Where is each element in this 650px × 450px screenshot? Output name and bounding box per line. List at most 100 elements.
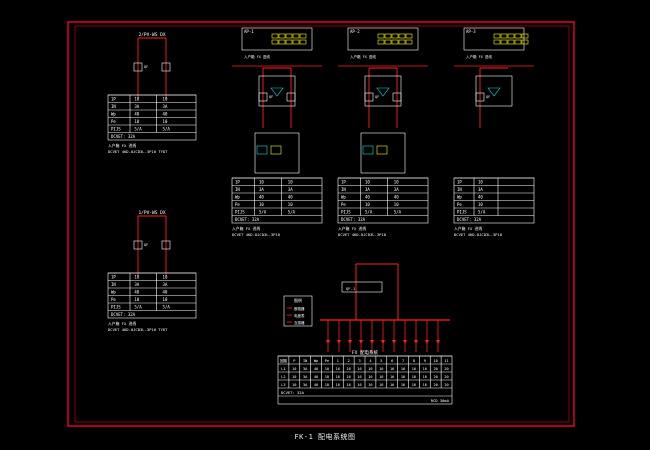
- main-table-cell: 16: [423, 383, 427, 387]
- header-cell: [292, 33, 300, 39]
- legend-item: 电度表: [294, 313, 305, 318]
- table-cell: 10: [163, 275, 168, 280]
- main-table-cell: 10: [325, 375, 329, 379]
- table-cell: 5/A: [478, 210, 486, 215]
- main-table-cell: 20: [434, 367, 438, 371]
- table-cell: PIJS: [341, 210, 351, 215]
- table-cell: 3A: [163, 282, 168, 287]
- panel-note: DCVET 4KD-0JCD3L-3P10 TYDT: [108, 149, 168, 154]
- panel-note: DCVET 4KD-0JCD3L-3P10 TYDT: [108, 327, 168, 332]
- main-table-cell: 16: [336, 383, 340, 387]
- table-cell: 40: [259, 195, 264, 200]
- main-table-header-cell: Wp: [314, 359, 318, 363]
- main-table-cell: 16: [347, 375, 351, 379]
- table-cell: IN: [341, 187, 346, 192]
- main-table-header-cell: 2: [348, 359, 350, 363]
- main-table-cell: 16: [390, 367, 394, 371]
- main-breaker-label: QF-1: [346, 286, 356, 291]
- branch-breaker: [425, 340, 429, 344]
- main-table-cell: 16: [368, 375, 372, 379]
- table-cell: 10: [259, 180, 264, 185]
- header-cell: [391, 33, 399, 39]
- device-icon: [270, 145, 282, 155]
- main-table-header-cell: 4: [369, 359, 371, 363]
- table-cell: IN: [235, 187, 240, 192]
- table-cell: 40: [365, 195, 370, 200]
- table-cell: 5/A: [163, 127, 171, 132]
- branch-breaker: [436, 340, 440, 344]
- table-cell: IN: [457, 187, 462, 192]
- legend-item: 互感器: [294, 320, 305, 325]
- branch-breaker: [348, 340, 352, 344]
- main-table-cell: 16: [412, 375, 416, 379]
- table-cell: 5/A: [163, 305, 171, 310]
- table-cell: Pe: [457, 202, 462, 207]
- table-cell: 10: [163, 297, 168, 302]
- header-cell: [405, 33, 413, 39]
- table-cell: IN: [111, 282, 116, 287]
- header-cell: [398, 33, 406, 39]
- table-footer: DCVET: 32A: [341, 217, 366, 222]
- panel-note: DCVET 4KD-0JCD3L-3P10: [338, 232, 387, 237]
- table-cell: 3A: [478, 187, 483, 192]
- table-cell: 10: [134, 119, 139, 124]
- table-cell: Pe: [341, 202, 346, 207]
- table-footer: DCVET: 32A: [111, 134, 136, 139]
- legend-title: 图例: [294, 297, 302, 303]
- main-table-cell: 10: [292, 383, 296, 387]
- main-table-footer-left: DCVET: 32A: [281, 390, 305, 395]
- legend-item: 断路器: [294, 306, 305, 311]
- header-cell: [507, 39, 515, 45]
- header-cell: [500, 39, 508, 45]
- table-cell: 10: [134, 275, 139, 280]
- table-cell: Wp: [111, 112, 116, 117]
- branch-breaker: [414, 340, 418, 344]
- table-cell: 10: [478, 180, 483, 185]
- breaker-symbol: [161, 62, 171, 72]
- header-cell: [493, 39, 501, 45]
- table-cell: 10: [478, 202, 483, 207]
- header-cell: [299, 33, 307, 39]
- device-icon: [256, 145, 268, 155]
- legend-frame: [283, 295, 313, 327]
- table-footer: DCVET: 32A: [111, 312, 136, 317]
- panel-note: DCVET 4KD-0JCD3L-3P10: [454, 232, 503, 237]
- header-cell: [377, 33, 385, 39]
- table-cell: 5/A: [288, 210, 296, 215]
- main-table-cell: 10: [292, 375, 296, 379]
- main-table-cell: 16: [347, 367, 351, 371]
- main-table-cell: 3A: [303, 383, 308, 387]
- main-table-header-cell: 回路: [280, 358, 288, 363]
- header-cell: [507, 33, 515, 39]
- table-footer: DCVET: 32A: [235, 217, 260, 222]
- main-table-cell: 16: [368, 367, 372, 371]
- table-cell: 1P: [111, 275, 116, 280]
- device-icon: [376, 145, 388, 155]
- main-table-footer-right: RCD 30mA: [431, 398, 450, 403]
- panel-note: 入户箱 FX 进线: [232, 226, 260, 231]
- table-cell: 3A: [259, 187, 264, 192]
- panel-header-label: 2/PV-WS DX: [138, 32, 165, 38]
- device-group-box: [360, 132, 406, 174]
- main-table-cell: 16: [336, 367, 340, 371]
- header-cell: [278, 39, 286, 45]
- main-table-cell: 20: [434, 383, 438, 387]
- panel-note: 入户箱 FX 进线: [454, 226, 482, 231]
- header-cell: [285, 39, 293, 45]
- header-cell: [521, 39, 529, 45]
- table-cell: 3A: [134, 282, 139, 287]
- main-table-header-cell: 9: [424, 359, 426, 363]
- table-cell: 10: [134, 97, 139, 102]
- main-table-header-cell: 6: [391, 359, 393, 363]
- breaker-label: QF: [486, 95, 490, 99]
- header-cell: [521, 33, 529, 39]
- branch-breaker: [403, 340, 407, 344]
- main-breaker-box: [341, 281, 383, 293]
- main-table-cell: 16: [390, 375, 394, 379]
- table-cell: 5/A: [394, 210, 402, 215]
- table-cell: Pe: [111, 119, 116, 124]
